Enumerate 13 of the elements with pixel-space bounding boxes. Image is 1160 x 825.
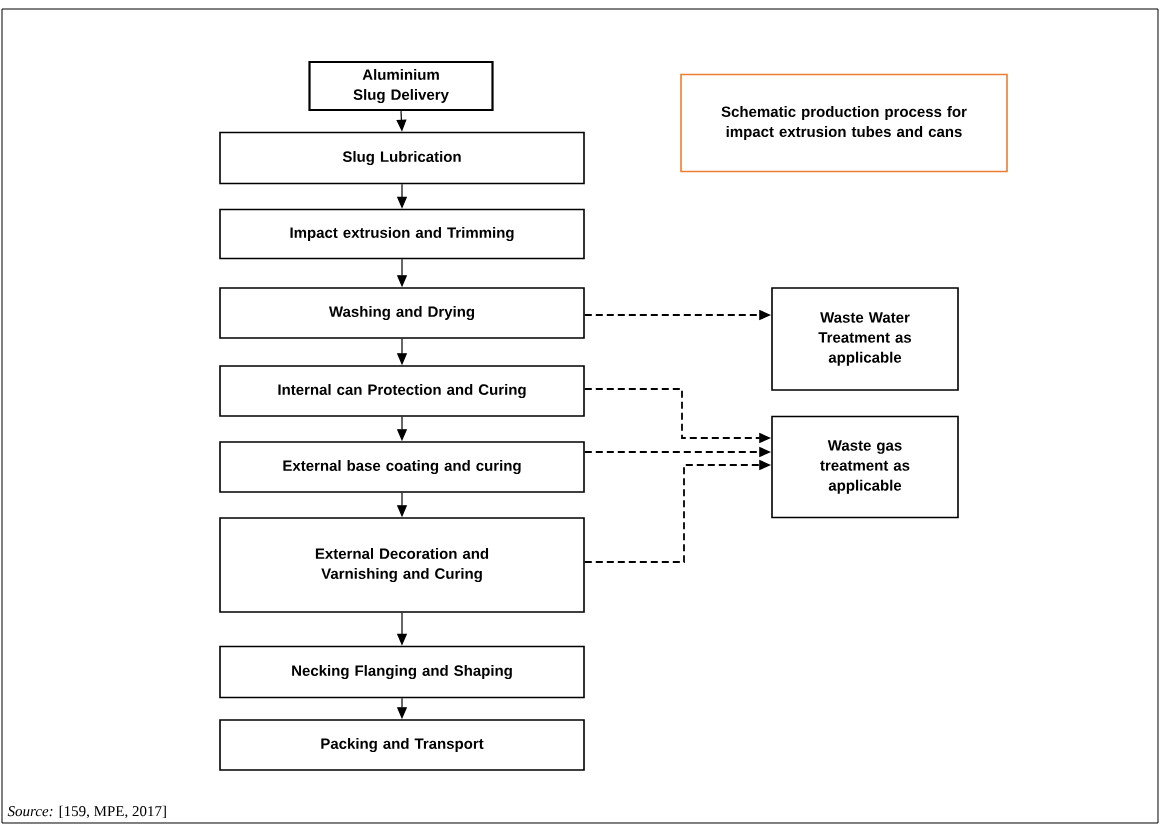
process-box: Washing and Drying xyxy=(219,287,585,339)
process-box: Waste Water Treatment as applicable xyxy=(771,287,959,391)
process-box: Packing and Transport xyxy=(219,719,585,771)
process-box: External base coating and curing xyxy=(219,441,585,493)
title-box: Schematic production process for impact extrusion tubes and cans xyxy=(680,73,1008,173)
process-box: Internal can Protection and Curing xyxy=(219,365,585,417)
process-box: Waste gas treatment as applicable xyxy=(771,415,959,519)
process-box: External Decoration and Varnishing and Curing xyxy=(219,517,585,613)
process-box: Aluminium Slug Delivery xyxy=(308,60,494,112)
source-caption: Source: [159, MPE, 2017] xyxy=(7,805,166,819)
process-box: Necking Flanging and Shaping xyxy=(219,645,585,699)
process-box: Impact extrusion and Trimming xyxy=(219,208,585,260)
process-box: Slug Lubrication xyxy=(219,131,585,185)
